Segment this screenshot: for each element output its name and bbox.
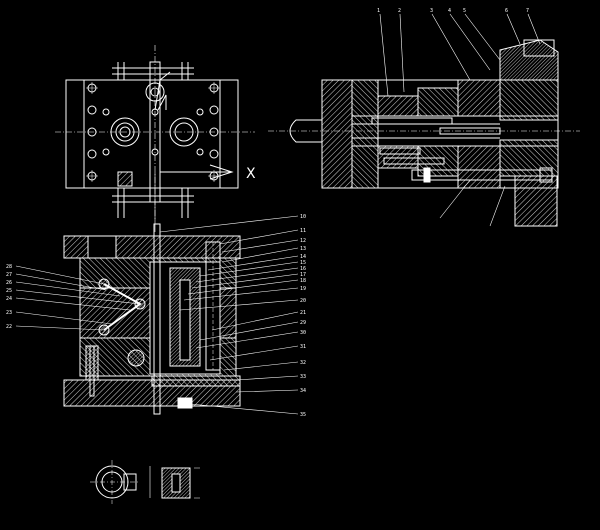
plan-inner-plate [83, 79, 221, 189]
side-callouts: 1 2 3 4 5 6 7 [377, 8, 529, 14]
callout-3: 3 [430, 8, 433, 14]
callout-32: 32 [300, 360, 306, 366]
callout-12: 12 [300, 238, 306, 244]
detail-part-outer [95, 465, 129, 499]
side-clamp-block [514, 175, 558, 227]
callout-13: 13 [300, 246, 306, 252]
callout-11: 11 [300, 228, 306, 234]
part-detail-view [90, 460, 200, 504]
callout-19: 19 [300, 286, 306, 292]
front-section-view [63, 223, 241, 415]
callout-29: 29 [300, 320, 306, 326]
callout-31: 31 [300, 344, 306, 350]
callout-25: 25 [6, 288, 12, 294]
callout-6: 6 [505, 8, 508, 14]
x-axis-label: X [246, 166, 256, 182]
callout-28: 28 [6, 264, 12, 270]
side-angle-slider [499, 39, 559, 81]
side-callout-leaders [379, 13, 541, 227]
top-plan-view [55, 45, 255, 232]
callout-21: 21 [300, 310, 306, 316]
callout-5: 5 [463, 8, 466, 14]
plan-boss-left [110, 117, 140, 147]
callout-24: 24 [6, 296, 12, 302]
front-right-callouts: 10 11 12 13 14 15 16 17 18 19 20 21 29 3… [300, 214, 306, 418]
callout-27: 27 [6, 272, 12, 278]
callout-34: 34 [300, 388, 306, 394]
callout-33: 33 [300, 374, 306, 380]
callout-16: 16 [300, 266, 306, 272]
callout-22: 22 [6, 324, 12, 330]
callout-20: 20 [300, 298, 306, 304]
callout-18: 18 [300, 278, 306, 284]
callout-15: 15 [300, 260, 306, 266]
callout-14: 14 [300, 254, 306, 260]
callout-7: 7 [526, 8, 529, 14]
callout-30: 30 [300, 330, 306, 336]
callout-10: 10 [300, 214, 306, 220]
callout-23: 23 [6, 310, 12, 316]
plan-bolt-holes [87, 82, 219, 181]
callout-26: 26 [6, 280, 12, 286]
callout-35: 35 [300, 412, 306, 418]
front-left-callouts: 28 27 26 25 24 23 22 [6, 264, 12, 330]
callout-2: 2 [398, 8, 401, 14]
side-section-view [268, 39, 580, 227]
plan-boss-right [169, 117, 199, 147]
callout-17: 17 [300, 272, 306, 278]
side-nozzle [289, 119, 323, 143]
callout-4: 4 [448, 8, 451, 14]
front-right-leaders [159, 215, 299, 415]
callout-1: 1 [377, 8, 380, 14]
front-left-leaders [15, 265, 141, 331]
